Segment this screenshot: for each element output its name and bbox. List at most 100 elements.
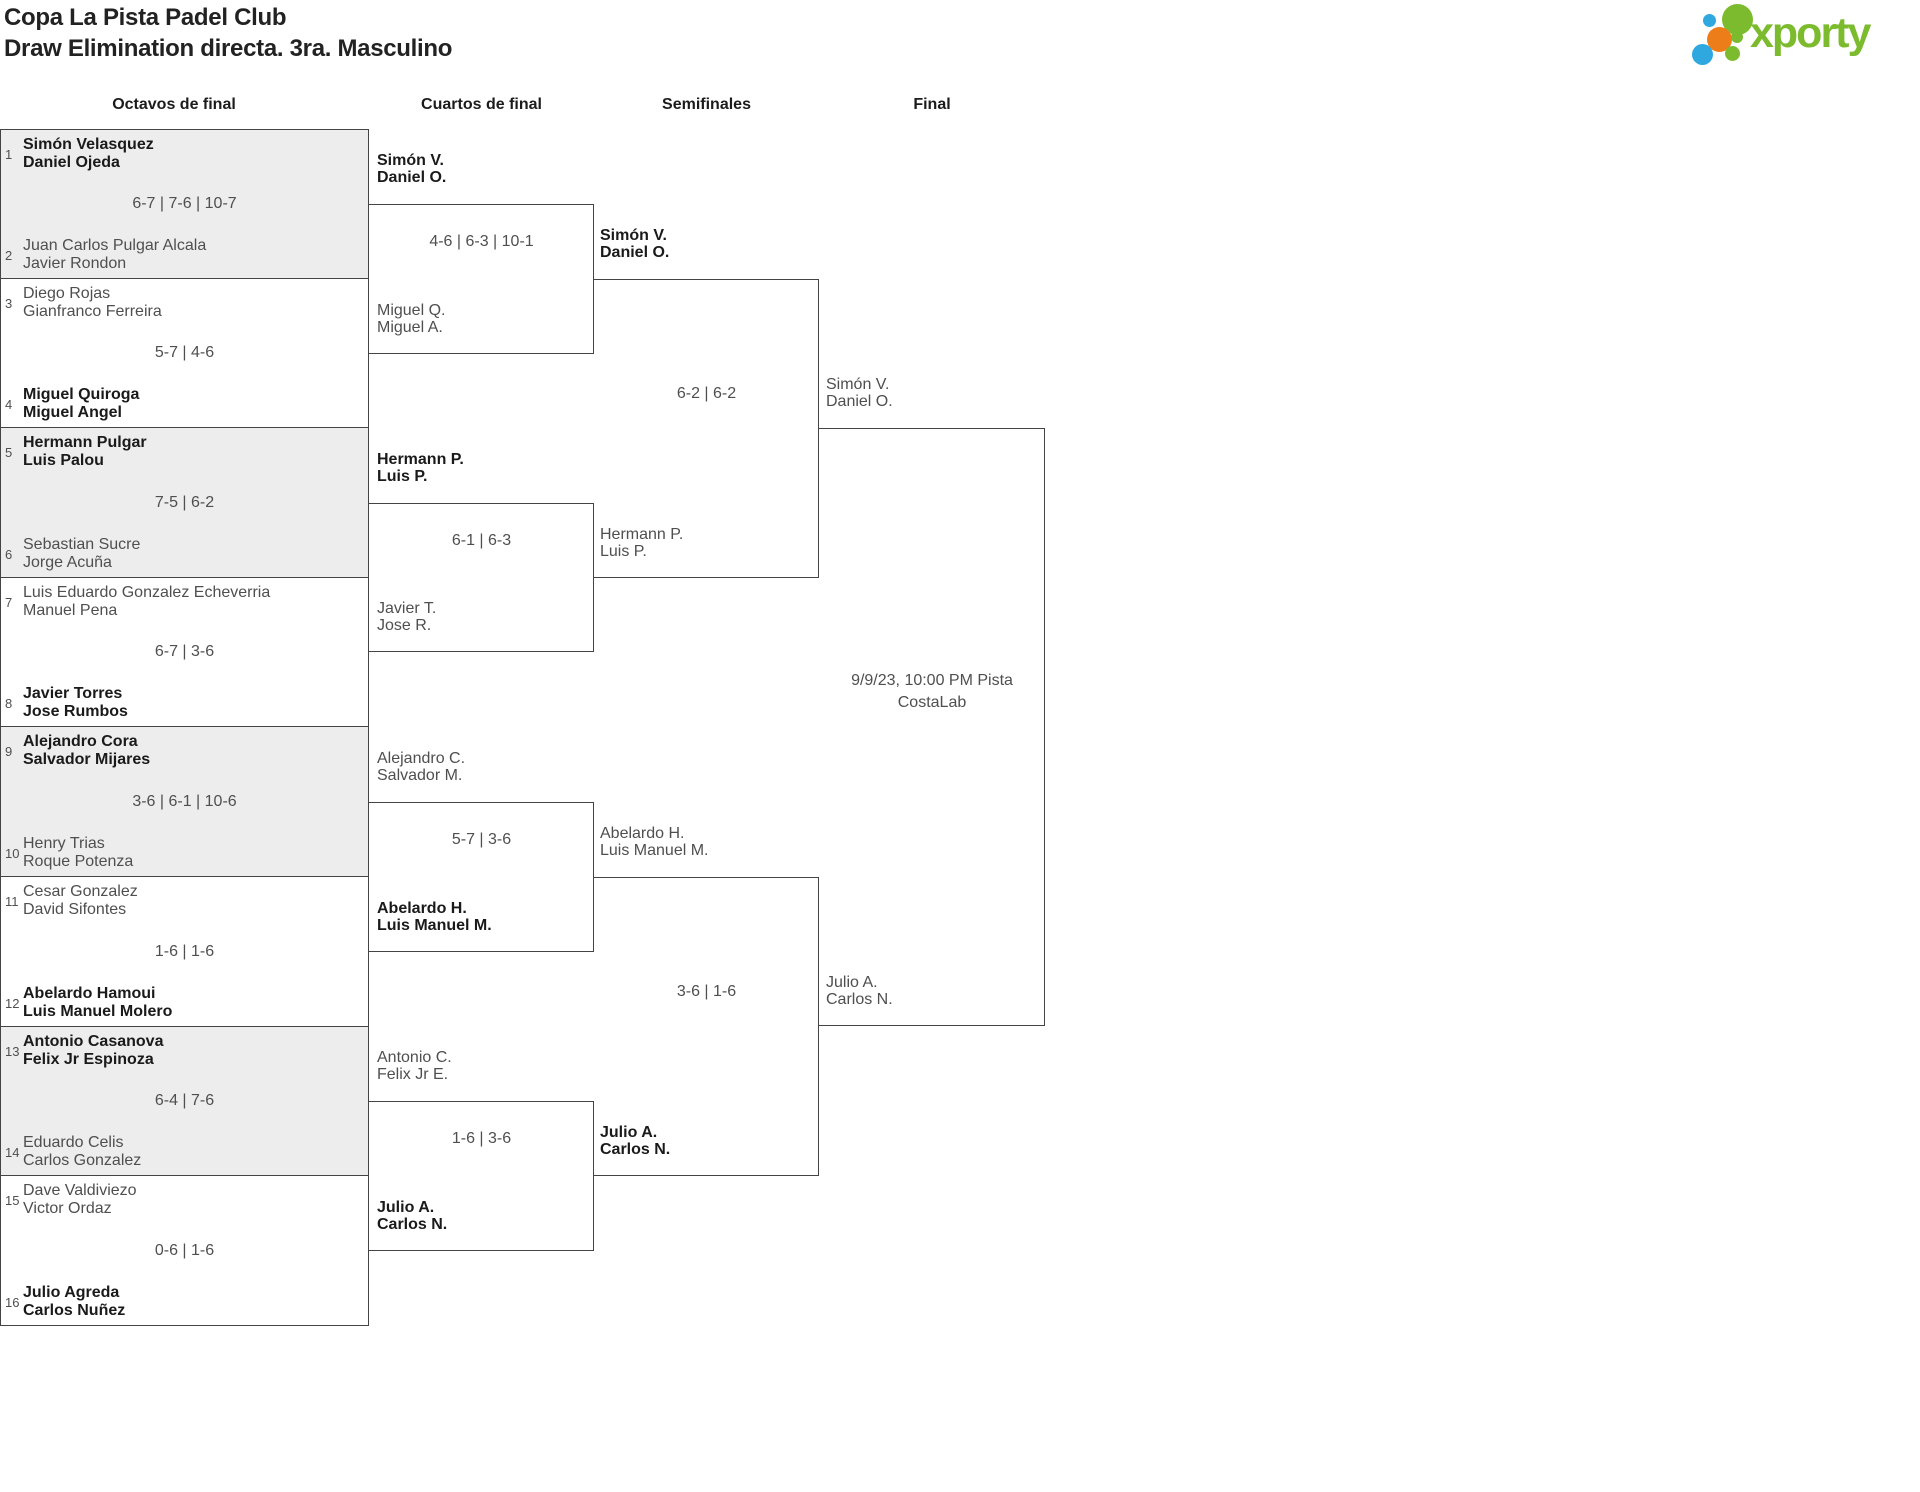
player-name: Miguel Angel (23, 404, 122, 421)
seed-number: 11 (5, 893, 19, 909)
cuartos-score-1: 4-6 | 6-3 | 10-1 (429, 233, 534, 250)
cuartos-score-4: 1-6 | 3-6 (451, 1130, 512, 1147)
cuartos-team-label: Javier T. Jose R. (377, 600, 436, 634)
team-names: Cesar Gonzalez David Sifontes (23, 883, 138, 919)
seed-number: 1 (5, 146, 13, 162)
team-row: 3 Diego Rojas Gianfranco Ferreira (1, 285, 368, 321)
octavos-match-2: 3 Diego Rojas Gianfranco Ferreira 5-7 | … (0, 279, 369, 428)
round-header-semifinales: Semifinales (662, 96, 751, 113)
player-name: Felix Jr Espinoza (23, 1051, 154, 1068)
seed-number: 15 (5, 1192, 20, 1208)
octavos-match-4: 7 Luis Eduardo Gonzalez Echeverria Manue… (0, 578, 369, 727)
player-name: Simón V. (377, 152, 444, 169)
player-name: Gianfranco Ferreira (23, 303, 162, 320)
seed-number: 3 (5, 295, 13, 311)
player-name: Miguel Q. (377, 302, 446, 319)
final-bracket (819, 428, 1045, 1026)
team-names: Juan Carlos Pulgar Alcala Javier Rondon (23, 237, 206, 273)
cuartos-team-label: Antonio C. Felix Jr E. (377, 1049, 452, 1083)
player-name: Luis Manuel Molero (23, 1003, 173, 1020)
player-name: Julio Agreda (23, 1284, 120, 1301)
seed-number: 2 (5, 247, 13, 263)
team-row: 7 Luis Eduardo Gonzalez Echeverria Manue… (1, 584, 368, 620)
team-row: 6 Sebastian Sucre Jorge Acuña (1, 536, 368, 572)
player-name: Luis Manuel M. (377, 917, 492, 934)
player-name: Jorge Acuña (23, 554, 112, 571)
team-names: Abelardo Hamoui Luis Manuel Molero (23, 985, 172, 1021)
player-name: Luis Manuel M. (600, 842, 709, 859)
seed-number: 14 (5, 1144, 20, 1160)
player-name: Luis P. (600, 543, 647, 560)
player-name: Salvador M. (377, 767, 463, 784)
semifinal-team-label: Abelardo H. Luis Manuel M. (600, 825, 709, 859)
final-schedule: 9/9/23, 10:00 PM Pista CostaLab (819, 670, 1045, 714)
seed-number: 7 (5, 594, 13, 610)
player-name: David Sifontes (23, 901, 127, 918)
cuartos-team-label: Simón V. Daniel O. (377, 152, 446, 186)
final-team-label: Julio A. Carlos N. (826, 974, 893, 1008)
player-name: Javier Torres (23, 685, 123, 702)
cuartos-team-label: Alejandro C. Salvador M. (377, 750, 465, 784)
team-names: Sebastian Sucre Jorge Acuña (23, 536, 140, 572)
player-name: Sebastian Sucre (23, 536, 141, 553)
player-name: Salvador Mijares (23, 751, 151, 768)
team-row: 4 Miguel Quiroga Miguel Angel (1, 386, 368, 422)
player-name: Victor Ordaz (23, 1200, 112, 1217)
seed-number: 16 (5, 1294, 20, 1310)
team-row: 2 Juan Carlos Pulgar Alcala Javier Rondo… (1, 237, 368, 273)
player-name: Abelardo Hamoui (23, 985, 156, 1002)
semifinal-bracket-2 (594, 877, 819, 1176)
cuartos-team-label: Julio A. Carlos N. (377, 1199, 447, 1233)
player-name: Eduardo Celis (23, 1134, 124, 1151)
player-name: Luis P. (377, 468, 428, 485)
octavos-match-7: 13 Antonio Casanova Felix Jr Espinoza 6-… (0, 1027, 369, 1176)
team-row: 12 Abelardo Hamoui Luis Manuel Molero (1, 985, 368, 1021)
match-score: 6-4 | 7-6 (154, 1092, 215, 1109)
team-names: Simón Velasquez Daniel Ojeda (23, 136, 154, 172)
seed-number: 10 (5, 845, 20, 861)
player-name: Roque Potenza (23, 853, 134, 870)
semifinal-team-label: Hermann P. Luis P. (600, 526, 683, 560)
team-names: Julio Agreda Carlos Nuñez (23, 1284, 125, 1320)
player-name: Simón V. (826, 376, 890, 393)
player-name: Julio A. (826, 974, 878, 991)
match-score: 6-7 | 7-6 | 10-7 (132, 195, 237, 212)
cuartos-bracket-1 (369, 204, 594, 354)
semifinal-team-label: Julio A. Carlos N. (600, 1124, 670, 1158)
cuartos-team-label: Miguel Q. Miguel A. (377, 302, 445, 336)
player-name: Abelardo H. (600, 825, 685, 842)
player-name: Jose R. (377, 617, 432, 634)
match-score: 5-7 | 4-6 (154, 344, 215, 361)
team-names: Miguel Quiroga Miguel Angel (23, 386, 139, 422)
octavos-match-3: 5 Hermann Pulgar Luis Palou 7-5 | 6-2 6 … (0, 428, 369, 578)
round-header-octavos: Octavos de final (112, 96, 236, 113)
logo-dot-green-small-icon (1731, 31, 1743, 43)
cuartos-bracket-3 (369, 802, 594, 952)
team-row: 9 Alejandro Cora Salvador Mijares (1, 733, 368, 769)
team-row: 5 Hermann Pulgar Luis Palou (1, 434, 368, 470)
octavos-match-6: 11 Cesar Gonzalez David Sifontes 1-6 | 1… (0, 877, 369, 1027)
team-names: Javier Torres Jose Rumbos (23, 685, 128, 721)
player-name: Luis Eduardo Gonzalez Echeverria (23, 584, 271, 601)
seed-number: 12 (5, 995, 20, 1011)
player-name: Hermann Pulgar (23, 434, 147, 451)
xporty-logo[interactable]: xporty (1688, 3, 1916, 69)
team-row: 10 Henry Trias Roque Potenza (1, 835, 368, 871)
team-names: Antonio Casanova Felix Jr Espinoza (23, 1033, 163, 1069)
team-names: Alejandro Cora Salvador Mijares (23, 733, 150, 769)
player-name: Carlos Gonzalez (23, 1152, 142, 1169)
player-name: Luis Palou (23, 452, 104, 469)
logo-dot-blue-medium-icon (1692, 44, 1713, 65)
team-row: 13 Antonio Casanova Felix Jr Espinoza (1, 1033, 368, 1069)
team-row: 14 Eduardo Celis Carlos Gonzalez (1, 1134, 368, 1170)
player-name: Felix Jr E. (377, 1066, 449, 1083)
draw-subtitle: Draw Elimination directa. 3ra. Masculino (4, 35, 453, 62)
player-name: Simón V. (600, 227, 667, 244)
tournament-name: Copa La Pista Padel Club (4, 4, 287, 31)
player-name: Daniel O. (377, 169, 447, 186)
seed-number: 4 (5, 396, 13, 412)
logo-dot-green-small2-icon (1725, 46, 1740, 61)
team-names: Hermann Pulgar Luis Palou (23, 434, 147, 470)
logo-dot-blue-small-icon (1703, 14, 1716, 27)
